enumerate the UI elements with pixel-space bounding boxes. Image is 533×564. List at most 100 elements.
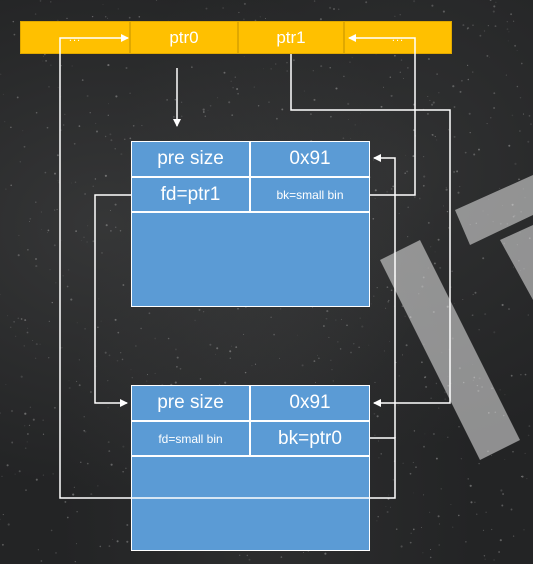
speckle	[237, 92, 239, 95]
speckle	[78, 384, 81, 387]
speckle	[516, 85, 519, 88]
speckle	[410, 532, 412, 535]
speckle	[66, 17, 68, 20]
speckle	[104, 135, 107, 138]
speckle	[413, 0, 416, 3]
speckle	[422, 184, 425, 187]
speckle	[243, 55, 245, 57]
speckle	[57, 180, 59, 182]
speckle	[393, 460, 396, 463]
speckle	[499, 187, 501, 189]
speckle	[0, 412, 1, 414]
speckle	[146, 374, 149, 376]
speckle	[421, 361, 423, 364]
speckle	[35, 111, 38, 114]
speckle	[11, 441, 14, 444]
speckle	[101, 252, 103, 254]
speckle	[354, 124, 356, 126]
speckle	[107, 114, 109, 116]
speckle	[1, 543, 4, 546]
speckle	[40, 560, 43, 562]
speckle	[446, 210, 449, 213]
speckle	[48, 320, 50, 322]
speckle	[84, 193, 86, 195]
speckle	[506, 21, 508, 23]
speckle	[24, 425, 26, 427]
speckle	[471, 314, 473, 316]
speckle	[292, 59, 295, 62]
speckle	[422, 108, 425, 111]
speckle	[86, 95, 89, 97]
chunk-1-pre-size: pre size	[131, 141, 250, 177]
speckle	[27, 249, 29, 251]
speckle	[450, 286, 452, 288]
speckle	[270, 68, 272, 70]
speckle	[462, 298, 464, 301]
speckle	[70, 298, 73, 301]
speckle	[180, 101, 183, 103]
speckle	[489, 0, 492, 1]
speckle	[207, 109, 209, 111]
speckle	[390, 506, 392, 508]
speckle	[395, 361, 397, 364]
speckle	[251, 364, 253, 367]
speckle	[238, 11, 240, 14]
speckle	[330, 359, 332, 361]
speckle	[46, 126, 49, 129]
top-bar-ptr0: ptr0	[130, 21, 238, 54]
speckle	[237, 307, 239, 310]
speckle	[145, 380, 148, 382]
speckle	[435, 457, 438, 460]
speckle	[10, 184, 13, 187]
speckle	[107, 17, 109, 19]
speckle	[92, 240, 95, 243]
speckle	[459, 186, 461, 188]
speckle	[386, 511, 389, 513]
speckle	[398, 374, 401, 377]
speckle	[469, 484, 472, 487]
speckle	[464, 151, 467, 154]
speckle	[445, 186, 447, 188]
speckle	[409, 541, 412, 544]
speckle	[66, 285, 69, 288]
speckle	[17, 254, 20, 257]
speckle	[279, 357, 280, 359]
speckle	[389, 76, 392, 79]
speckle	[263, 68, 264, 70]
speckle	[62, 275, 64, 277]
speckle	[528, 425, 531, 428]
speckle	[63, 124, 65, 126]
speckle	[422, 155, 425, 158]
speckle	[7, 315, 9, 317]
speckle	[198, 308, 201, 311]
speckle	[424, 376, 427, 378]
speckle	[501, 303, 504, 307]
speckle	[25, 489, 27, 491]
speckle	[398, 213, 400, 215]
speckle	[89, 112, 91, 114]
speckle	[412, 103, 415, 106]
speckle	[376, 520, 378, 522]
speckle	[56, 154, 59, 157]
speckle	[474, 291, 477, 294]
speckle	[383, 350, 385, 352]
speckle	[108, 354, 111, 357]
speckle	[68, 380, 70, 382]
speckle	[397, 404, 399, 406]
speckle	[166, 99, 168, 101]
speckle	[493, 559, 495, 561]
speckle	[520, 373, 522, 376]
speckle	[84, 327, 86, 330]
speckle	[452, 526, 454, 528]
speckle	[347, 102, 350, 105]
speckle	[17, 317, 20, 320]
speckle	[429, 99, 431, 101]
speckle	[430, 397, 432, 399]
speckle	[474, 501, 476, 503]
speckle	[296, 334, 298, 336]
speckle	[519, 130, 521, 132]
speckle	[443, 205, 445, 207]
speckle	[377, 515, 379, 518]
speckle	[313, 98, 316, 101]
speckle	[29, 217, 32, 220]
